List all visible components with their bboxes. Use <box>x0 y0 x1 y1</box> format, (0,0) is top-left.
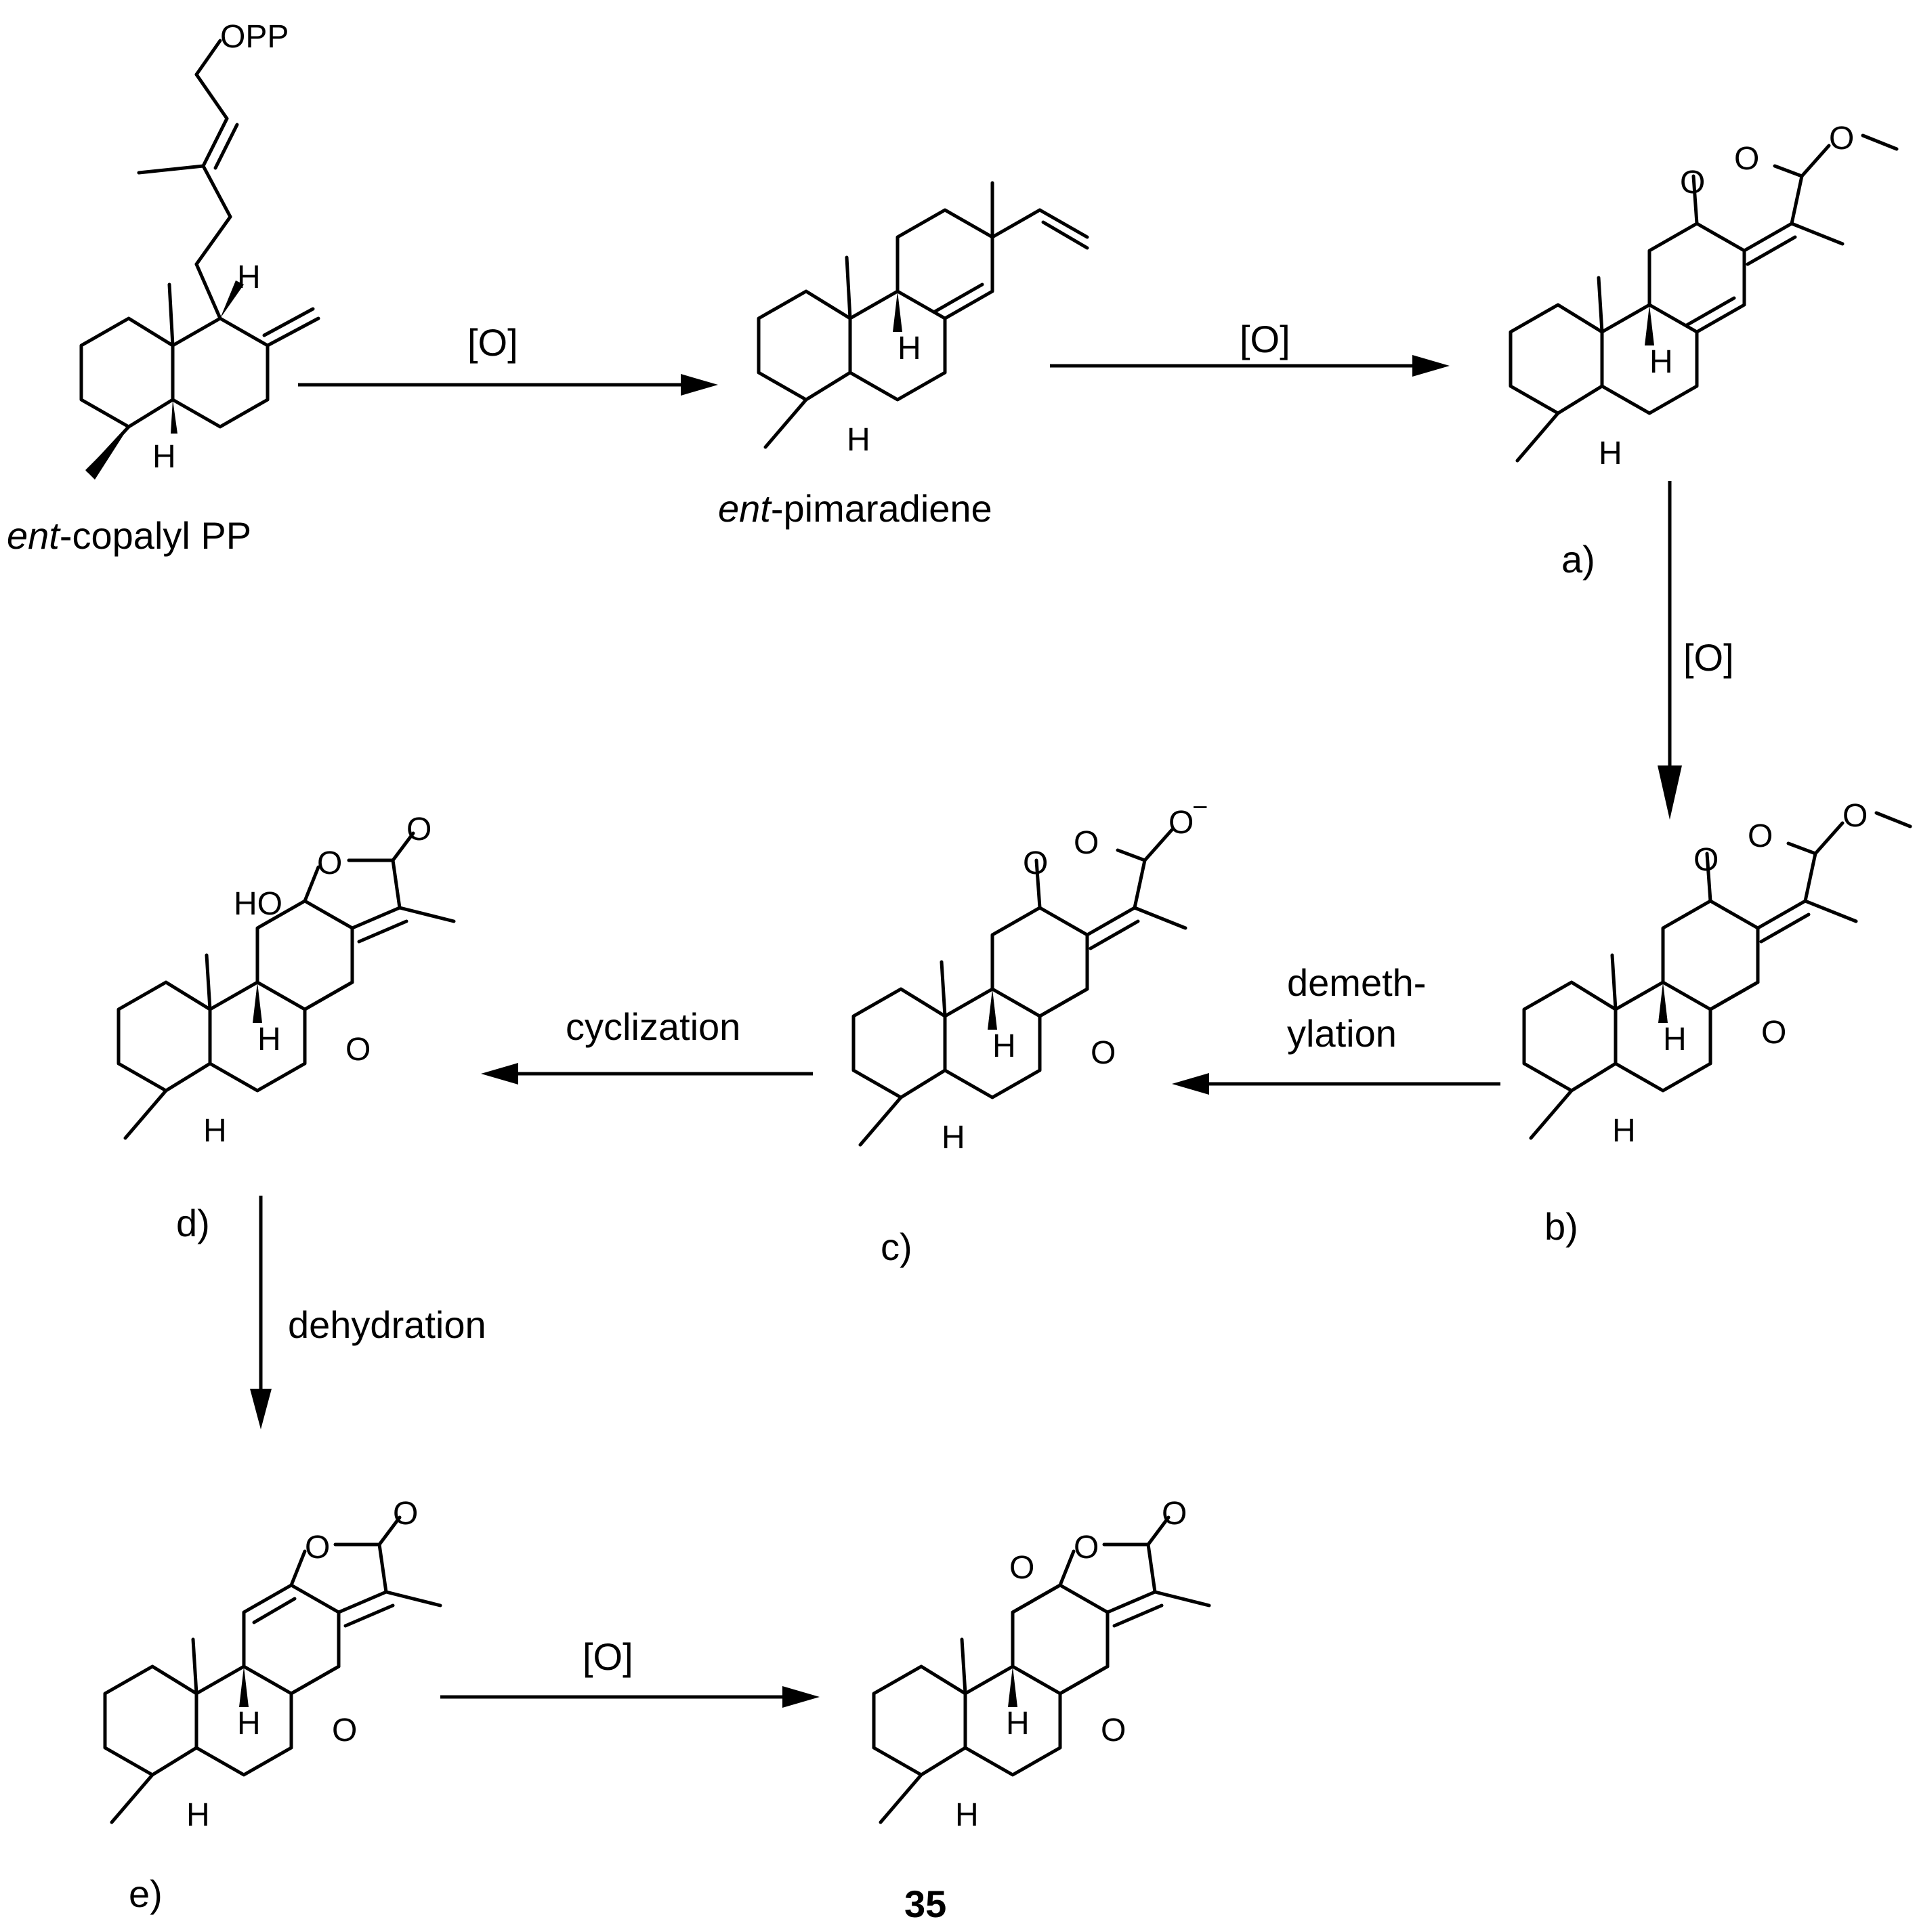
compound-c: O O O − O H H c) <box>851 793 1208 1268</box>
compound-label: a) <box>1561 538 1595 581</box>
reagent-label: ylation <box>1287 1012 1397 1055</box>
compound-number: 35 <box>904 1883 946 1925</box>
reaction-arrow-3: [O] <box>1658 481 1734 820</box>
ho-label: HO <box>234 886 282 922</box>
o-label: O <box>1829 121 1854 156</box>
h-label: H <box>898 331 921 366</box>
compound-name: ent-copalyl PP <box>7 514 251 557</box>
h-label: H <box>152 439 176 475</box>
reaction-arrow-7: [O] <box>440 1635 820 1708</box>
h-label: H <box>203 1113 227 1149</box>
reagent-label: [O] <box>1240 318 1290 360</box>
compound-ent-pimaradiene: H H ent-pimaradiene <box>718 181 1089 530</box>
h-label: H <box>1612 1113 1636 1149</box>
reagent-label: cyclization <box>566 1005 740 1048</box>
o-label: O <box>1761 1015 1786 1051</box>
compound-label: c) <box>881 1225 912 1268</box>
h-label: H <box>1006 1706 1030 1742</box>
h-label: H <box>942 1120 965 1156</box>
compound-ent-copalyl-pp: OPP H H ent-copalyl PP <box>7 19 320 557</box>
o-label: O <box>1842 798 1868 834</box>
h-label: H <box>1599 436 1622 471</box>
o-label: O <box>305 1530 330 1566</box>
reaction-arrow-2: [O] <box>1050 318 1450 377</box>
o-label: O <box>406 812 431 847</box>
compound-label: d) <box>176 1202 210 1244</box>
reagent-label: dehydration <box>288 1303 486 1346</box>
o-label: O <box>1168 805 1194 841</box>
reaction-arrow-6: dehydration <box>250 1196 486 1429</box>
compound-b: O O O O H H b) <box>1522 798 1912 1248</box>
o-label: O <box>1680 165 1705 201</box>
o-label: O <box>1162 1496 1187 1532</box>
compound-a: O O O H H a) <box>1509 121 1899 581</box>
o-label: O <box>1074 1530 1099 1566</box>
h-label: H <box>1649 344 1673 380</box>
o-label: O <box>317 845 342 881</box>
reaction-arrow-5: cyclization <box>481 1005 813 1085</box>
reagent-label: demeth- <box>1287 961 1426 1004</box>
reagent-label: [O] <box>1683 636 1734 679</box>
o-label: O <box>345 1032 371 1068</box>
h-label: H <box>257 1022 281 1057</box>
h-label: H <box>847 422 870 458</box>
reaction-arrow-4: demeth- ylation <box>1172 961 1500 1095</box>
h-label: H <box>237 1706 261 1742</box>
charge-label: − <box>1192 793 1208 822</box>
h-label: H <box>1663 1022 1687 1057</box>
o-label: O <box>1101 1713 1126 1748</box>
reaction-arrow-1: [O] <box>298 321 718 396</box>
compound-label: e) <box>129 1872 163 1915</box>
reagent-label: [O] <box>467 321 518 364</box>
o-label: O <box>1734 141 1759 177</box>
o-label: O <box>332 1713 357 1748</box>
compound-e: O O O H H e) <box>103 1496 442 1915</box>
compound-d: HO O O O H H d) <box>117 812 456 1244</box>
compound-name: ent-pimaradiene <box>718 487 992 530</box>
o-label: O <box>1091 1035 1116 1071</box>
o-label: O <box>393 1496 418 1532</box>
h-label: H <box>955 1797 979 1833</box>
h-label: H <box>992 1028 1016 1064</box>
opp-label: OPP <box>220 19 289 55</box>
o-label: O <box>1009 1550 1034 1586</box>
reagent-label: [O] <box>583 1635 633 1678</box>
h-label: H <box>237 259 261 295</box>
o-label: O <box>1693 842 1719 878</box>
compound-label: b) <box>1544 1205 1578 1248</box>
o-label: O <box>1023 845 1048 881</box>
o-label: O <box>1748 818 1773 854</box>
compound-35: O O O O H H 35 <box>872 1496 1211 1925</box>
o-label: O <box>1074 825 1099 861</box>
h-label: H <box>186 1797 210 1833</box>
